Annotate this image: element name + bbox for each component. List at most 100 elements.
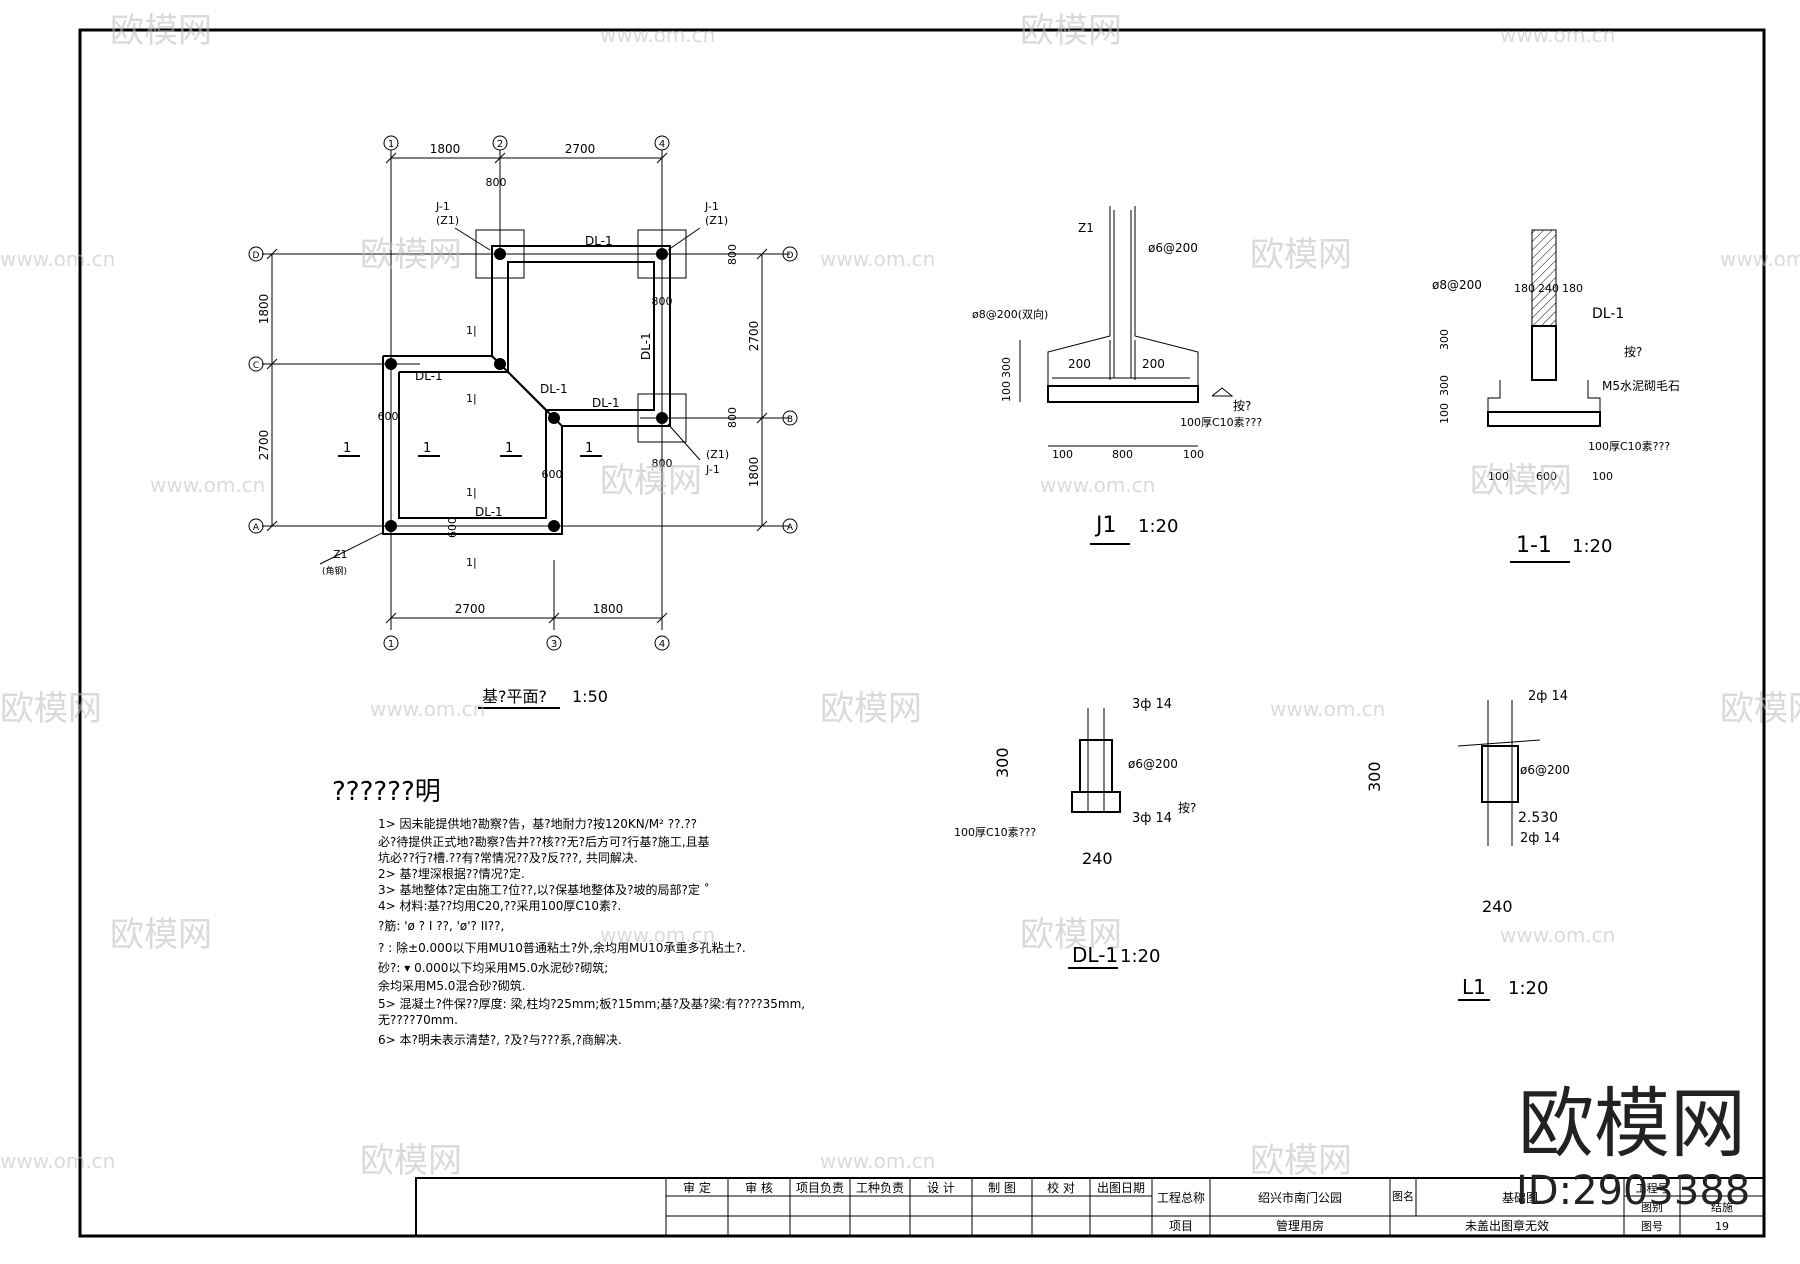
sec11-180a: 180 [1514, 282, 1535, 295]
section-mark-v: 1| [466, 392, 477, 405]
j1-rebar-top: ø6@200 [1148, 241, 1198, 255]
tb-header: 项目负责 [796, 1181, 844, 1195]
section-mark-v: 1| [466, 486, 477, 499]
note-line: 必?待提供正式地?勘察?告并??核??无?后方可?行基?施工,且基 [378, 834, 710, 849]
tb-drawing-name-value: 基础图 [1502, 1191, 1538, 1205]
tb-project-total-label: 工程总称 [1157, 1190, 1205, 1205]
note-line: 1> 因未能提供地?勘察?告，基?地耐力?按120KN/M² ??.?? [378, 816, 697, 831]
j1-z1: Z1 [1078, 221, 1094, 235]
l1-stirrup: ø6@200 [1520, 763, 1570, 777]
sec11-240: 240 [1538, 282, 1559, 295]
dim-right-2: 1800 [747, 457, 761, 488]
section-mark: 1 [505, 441, 513, 456]
axis-left-c: C [253, 361, 259, 371]
dl1-300: 300 [993, 747, 1012, 778]
note-line: ? : 除±0.000以下用MU10普通粘土?外,余均用MU10承重多孔粘土?. [378, 940, 746, 955]
dl1-title: DL-1 [1072, 943, 1118, 967]
l1-top-bar: 2ф 14 [1528, 689, 1568, 704]
label-j1-b: J-1 [705, 463, 720, 476]
axis-right-b: B [787, 415, 793, 425]
foundation-plan: 1800 2700 2700 1800 1800 2700 2700 1800 … [248, 135, 798, 709]
tb-project-label: 项目 [1169, 1219, 1193, 1233]
sec11-title: 1-1 [1516, 533, 1552, 558]
section-mark-v: 1| [466, 324, 477, 337]
label-z1-right: (Z1) [705, 214, 728, 227]
section-mark: 1 [423, 441, 431, 456]
note-line: 6> 本?明未表示清楚?, ?及?与???系,?商解决. [378, 1032, 622, 1047]
dim-800-r2: 800 [726, 407, 739, 428]
brand-watermark: 欧模网 [1518, 1079, 1746, 1168]
watermark-logo: 欧模网 [1020, 11, 1122, 51]
dim-top-1: 1800 [430, 142, 461, 156]
tb-header: 出图日期 [1097, 1181, 1145, 1195]
column [385, 358, 397, 370]
sec11-elev: 按? [1624, 345, 1642, 359]
note-line: 余均采用M5.0混合砂?砌筑. [378, 978, 526, 993]
tb-number-label: 图号 [1641, 1220, 1663, 1233]
detail-l1: 2ф 14 ø6@200 2ф 14 2.530 300 240 L1 1:20 [1365, 689, 1570, 1001]
watermark-logo: 欧模网 [1250, 235, 1352, 275]
column [494, 248, 506, 260]
watermark-url: www.om.cn [1720, 247, 1800, 271]
dim-800-low: 800 [652, 457, 673, 470]
dim-800-top: 800 [486, 176, 507, 189]
axis-bubbles: 1 2 4 1 3 4 D C A D B A [248, 135, 798, 651]
column [656, 412, 668, 424]
sec11-dl1: DL-1 [1592, 306, 1624, 322]
tb-header: 审 核 [745, 1180, 773, 1195]
dl1-stirrup: ø6@200 [1128, 757, 1178, 771]
note-line: 3> 基地整体?定由施工?位??,以?保基地整体及?坡的局部?定 ˚ [378, 882, 710, 897]
l1-scale: 1:20 [1508, 978, 1548, 999]
dim-bottom-2: 1800 [593, 602, 624, 616]
sec11-b3: 100 [1592, 470, 1613, 483]
dim-600-l: 600 [378, 410, 399, 423]
plan-scale: 1:50 [572, 687, 608, 706]
sec11-b1: 100 [1488, 470, 1509, 483]
axis-top-2: 2 [497, 139, 503, 150]
design-notes: ??????明 1> 因未能提供地?勘察?告，基?地耐力?按120KN/M² ?… [332, 777, 805, 1047]
dim-600-r: 600 [542, 468, 563, 481]
tb-code-label: 工程号 [1636, 1182, 1669, 1195]
watermark-url: www.om.cn [0, 247, 115, 271]
l1-240: 240 [1482, 897, 1513, 916]
dim-left-1: 1800 [257, 294, 271, 325]
column [494, 358, 506, 370]
axis-bottom-3: 3 [551, 639, 557, 650]
tb-header: 校 对 [1047, 1180, 1075, 1195]
note-line: 4> 材料:基??均用C20,??采用100厚C10素?. [378, 899, 621, 913]
tb-number-value: 19 [1715, 1220, 1729, 1233]
detail-section-1-1: ø8@200 180 240 180 DL-1 按? M5水泥砌毛石 300 3… [1432, 229, 1680, 563]
watermark-url: www.om.cn [1500, 23, 1615, 47]
watermark-url: www.om.cn [820, 247, 935, 271]
j1-dim-b2: 800 [1112, 448, 1133, 461]
l1-title: L1 [1462, 975, 1486, 999]
tb-header: 设 计 [927, 1181, 955, 1195]
label-dl1-diag: DL-1 [540, 382, 568, 396]
label-j1-left: J-1 [435, 200, 450, 213]
section-mark-v: 1| [466, 556, 477, 569]
note-line: 砂?: ▾ 0.000以下均采用M5.0水泥砂?砌筑; [378, 960, 608, 975]
watermarks: 欧模网 www.om.cn 欧模网 www.om.cn www.om.cn 欧模… [0, 11, 1800, 1181]
watermark-url: www.om.cn [820, 1149, 935, 1173]
sec11-mortar: M5水泥砌毛石 [1602, 379, 1680, 393]
label-dl1-bottom: DL-1 [475, 505, 503, 519]
tb-category-value: 结施 [1711, 1201, 1733, 1214]
watermark-url: www.om.cn [150, 473, 265, 497]
watermark-logo: 欧模网 [0, 689, 102, 729]
label-z1-left: (Z1) [436, 214, 459, 227]
label-z1-b: (Z1) [706, 448, 729, 461]
axis-right-d: D [787, 251, 794, 261]
sec11-rebar: ø8@200 [1432, 278, 1482, 292]
dim-right-1: 2700 [747, 321, 761, 352]
plan-title: 基?平面? [482, 687, 547, 706]
section-mark: 1 [343, 441, 351, 456]
column [385, 520, 397, 532]
j1-title: J1 [1094, 513, 1117, 538]
watermark-logo: 欧模网 [1020, 915, 1122, 955]
axis-left-d: D [253, 251, 260, 261]
watermark-logo: 欧模网 [1250, 1141, 1352, 1181]
note-line: ?筋: 'ø ? I ??, 'ø'? II??, [378, 918, 504, 933]
j1-c10: 100厚C10素??? [1180, 416, 1262, 429]
footing-pad [637, 393, 687, 443]
